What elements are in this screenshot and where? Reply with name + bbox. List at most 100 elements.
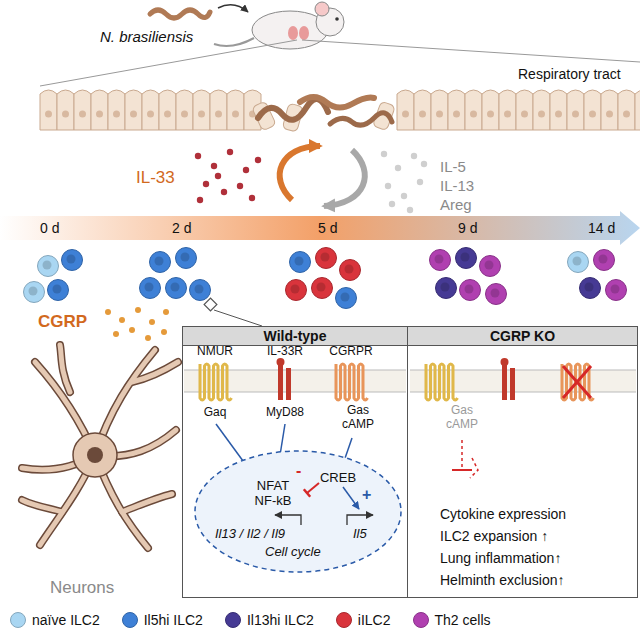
cell-clusters — [312, 278, 333, 299]
outcome-label: ILC2 expansion ↑ — [440, 528, 548, 544]
epithelium — [533, 90, 550, 130]
panel-heading: Wild-type — [183, 327, 407, 346]
cytokine-label: Areg — [440, 196, 472, 213]
cell-clusters — [461, 253, 470, 262]
cell-clusters — [606, 280, 627, 301]
epithelium — [550, 90, 567, 130]
epithelium — [623, 111, 630, 118]
legend-item: Il13hi ILC2 — [225, 612, 314, 628]
activation-sign: + — [362, 486, 371, 504]
neuron-illustration — [22, 500, 62, 512]
cell-clusters — [486, 284, 507, 305]
legend-swatch — [10, 612, 26, 628]
epithelium — [436, 111, 443, 118]
cgrp-dots — [149, 319, 155, 325]
epithelium — [181, 111, 188, 118]
cell-clusters — [291, 285, 300, 294]
epithelium — [635, 90, 640, 130]
cgrp-dots — [135, 307, 141, 313]
cytokine-dots — [203, 181, 209, 187]
legend-item: Th2 cells — [413, 612, 491, 628]
cell-clusters — [190, 280, 211, 301]
cell-clusters — [594, 250, 615, 271]
cell-clusters — [38, 256, 59, 277]
cell-clusters — [480, 256, 501, 277]
cell-clusters — [599, 255, 608, 264]
epithelium — [521, 111, 528, 118]
epithelium — [414, 90, 431, 130]
cell-clusters — [460, 280, 481, 301]
epithelium — [91, 90, 108, 130]
cell-clusters — [24, 282, 45, 303]
epithelium — [130, 111, 137, 118]
cytokine-dots — [421, 161, 427, 167]
cell-clusters — [573, 257, 582, 266]
legend-text: Il5hi ILC2 — [144, 612, 203, 628]
cell-clusters — [316, 248, 337, 269]
mouse-icon — [335, 17, 339, 21]
cytokine-dots — [215, 173, 221, 179]
cytokine-label: IL-33 — [136, 168, 175, 188]
receptors — [336, 364, 368, 400]
panel-heading: CGRP KO — [408, 327, 637, 346]
epithelium — [572, 111, 579, 118]
epithelium — [550, 90, 567, 130]
blocked-signal — [563, 366, 591, 398]
legend-item: iILC2 — [336, 612, 391, 628]
receptors — [562, 364, 594, 400]
cell-clusters — [341, 293, 350, 302]
epithelium — [431, 90, 448, 130]
cgrp-dots — [145, 335, 151, 341]
epithelium — [198, 111, 205, 118]
legend-swatch — [413, 612, 429, 628]
epithelium — [159, 90, 176, 130]
condition-panel: Wild-typeCREBNFAT NF-kBIl13 / Il2 / Il9C… — [182, 326, 408, 598]
signal-label: MyD88 — [266, 406, 304, 420]
epithelium — [40, 90, 57, 130]
epithelium — [504, 111, 511, 118]
epithelium — [397, 90, 414, 130]
epithelium — [482, 90, 499, 130]
epithelium — [465, 90, 482, 130]
cytokine-dots — [255, 157, 261, 163]
epithelium — [108, 90, 125, 130]
epithelium — [159, 90, 176, 130]
neuron-illustration — [122, 494, 172, 512]
epithelium — [618, 90, 635, 130]
legend-text: iILC2 — [358, 612, 391, 628]
legend-text: naïve ILC2 — [32, 612, 100, 628]
helminth-worms — [258, 99, 328, 120]
receptors — [277, 358, 285, 366]
epithelium — [584, 90, 601, 130]
cgrp-dots — [119, 317, 125, 323]
epithelium — [414, 90, 431, 130]
receptors — [501, 358, 509, 366]
mouse-icon — [299, 26, 309, 40]
mouse-icon — [288, 26, 298, 40]
cell-clusters — [140, 278, 161, 299]
epithelium — [567, 90, 584, 130]
helminth-icon — [150, 10, 210, 18]
cytokine-dots — [211, 163, 217, 169]
cell-clusters — [568, 252, 589, 273]
cgrp-dots — [113, 331, 119, 337]
receptors — [200, 364, 232, 400]
cytokine-dots — [395, 165, 401, 171]
epithelium — [108, 90, 125, 130]
zoom-line — [40, 40, 297, 86]
neuron-illustration — [60, 345, 70, 392]
cell-clusters — [316, 248, 337, 269]
cell-clusters — [568, 252, 589, 273]
receptors — [200, 358, 594, 400]
helminth-worms — [300, 97, 374, 108]
blocked-signal — [563, 366, 591, 398]
epithelium — [74, 90, 91, 130]
epithelium — [431, 90, 448, 130]
cell-clusters — [43, 261, 52, 270]
outcome-label: Helminth exclusion↑ — [440, 572, 565, 588]
cytokine-dots — [237, 183, 243, 189]
legend: naïve ILC2 Il5hi ILC2 Il13hi ILC2 iILC2 Th2 … — [10, 612, 491, 628]
cytokine-dots — [221, 189, 227, 195]
epithelium — [74, 90, 91, 130]
cell-clusters — [24, 248, 627, 309]
